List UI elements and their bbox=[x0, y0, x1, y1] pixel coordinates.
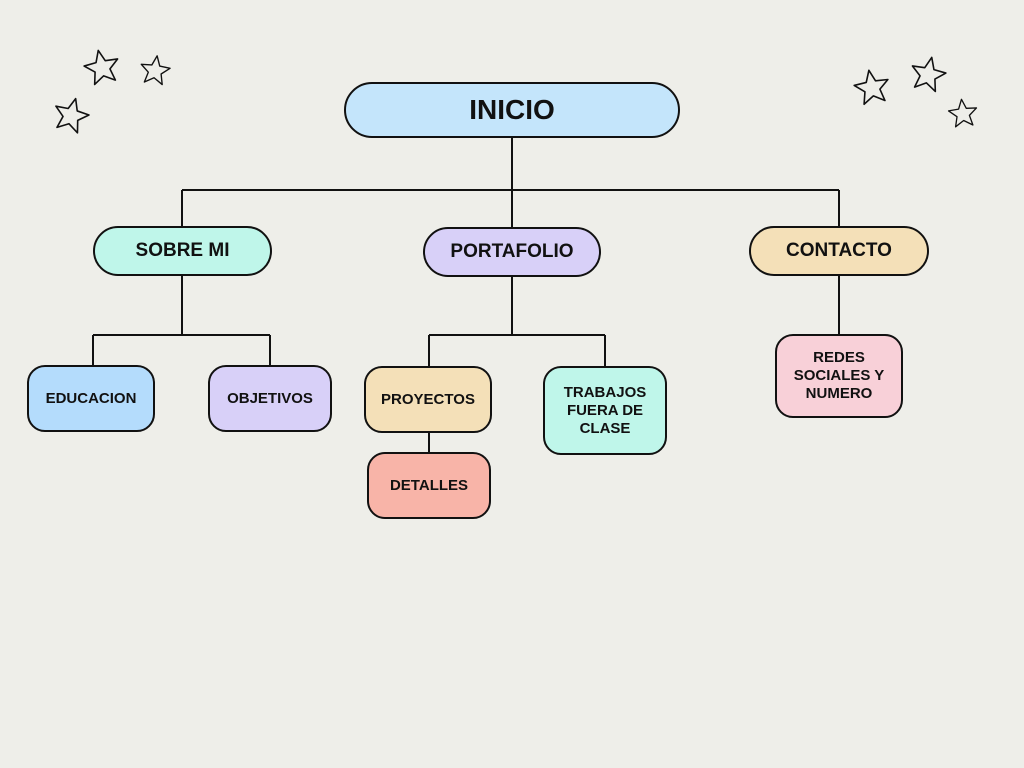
star-outline-icon bbox=[851, 66, 893, 107]
node-contacto: CONTACTO bbox=[749, 226, 929, 276]
connector-root-to-level1 bbox=[181, 138, 840, 227]
star-outline-icon bbox=[49, 93, 93, 136]
star-outline-icon bbox=[946, 97, 979, 129]
star-outline-icon bbox=[138, 53, 173, 86]
node-educacion: EDUCACION bbox=[27, 365, 155, 432]
node-trabajos-fuera-de-clase: TRABAJOS FUERA DE CLASE bbox=[543, 366, 667, 455]
star-outline-icon bbox=[80, 46, 123, 87]
connector-portafolio-children bbox=[428, 277, 606, 367]
node-detalles: DETALLES bbox=[367, 452, 491, 519]
node-redes-sociales-y-numero: REDES SOCIALES Y NUMERO bbox=[775, 334, 903, 418]
star-outline-icon bbox=[907, 53, 950, 94]
node-sobre-mi: SOBRE MI bbox=[93, 226, 272, 276]
node-inicio: INICIO bbox=[344, 82, 680, 138]
node-proyectos: PROYECTOS bbox=[364, 366, 492, 433]
node-objetivos: OBJETIVOS bbox=[208, 365, 332, 432]
node-portafolio: PORTAFOLIO bbox=[423, 227, 601, 277]
connector-sobremi-children bbox=[92, 275, 271, 366]
